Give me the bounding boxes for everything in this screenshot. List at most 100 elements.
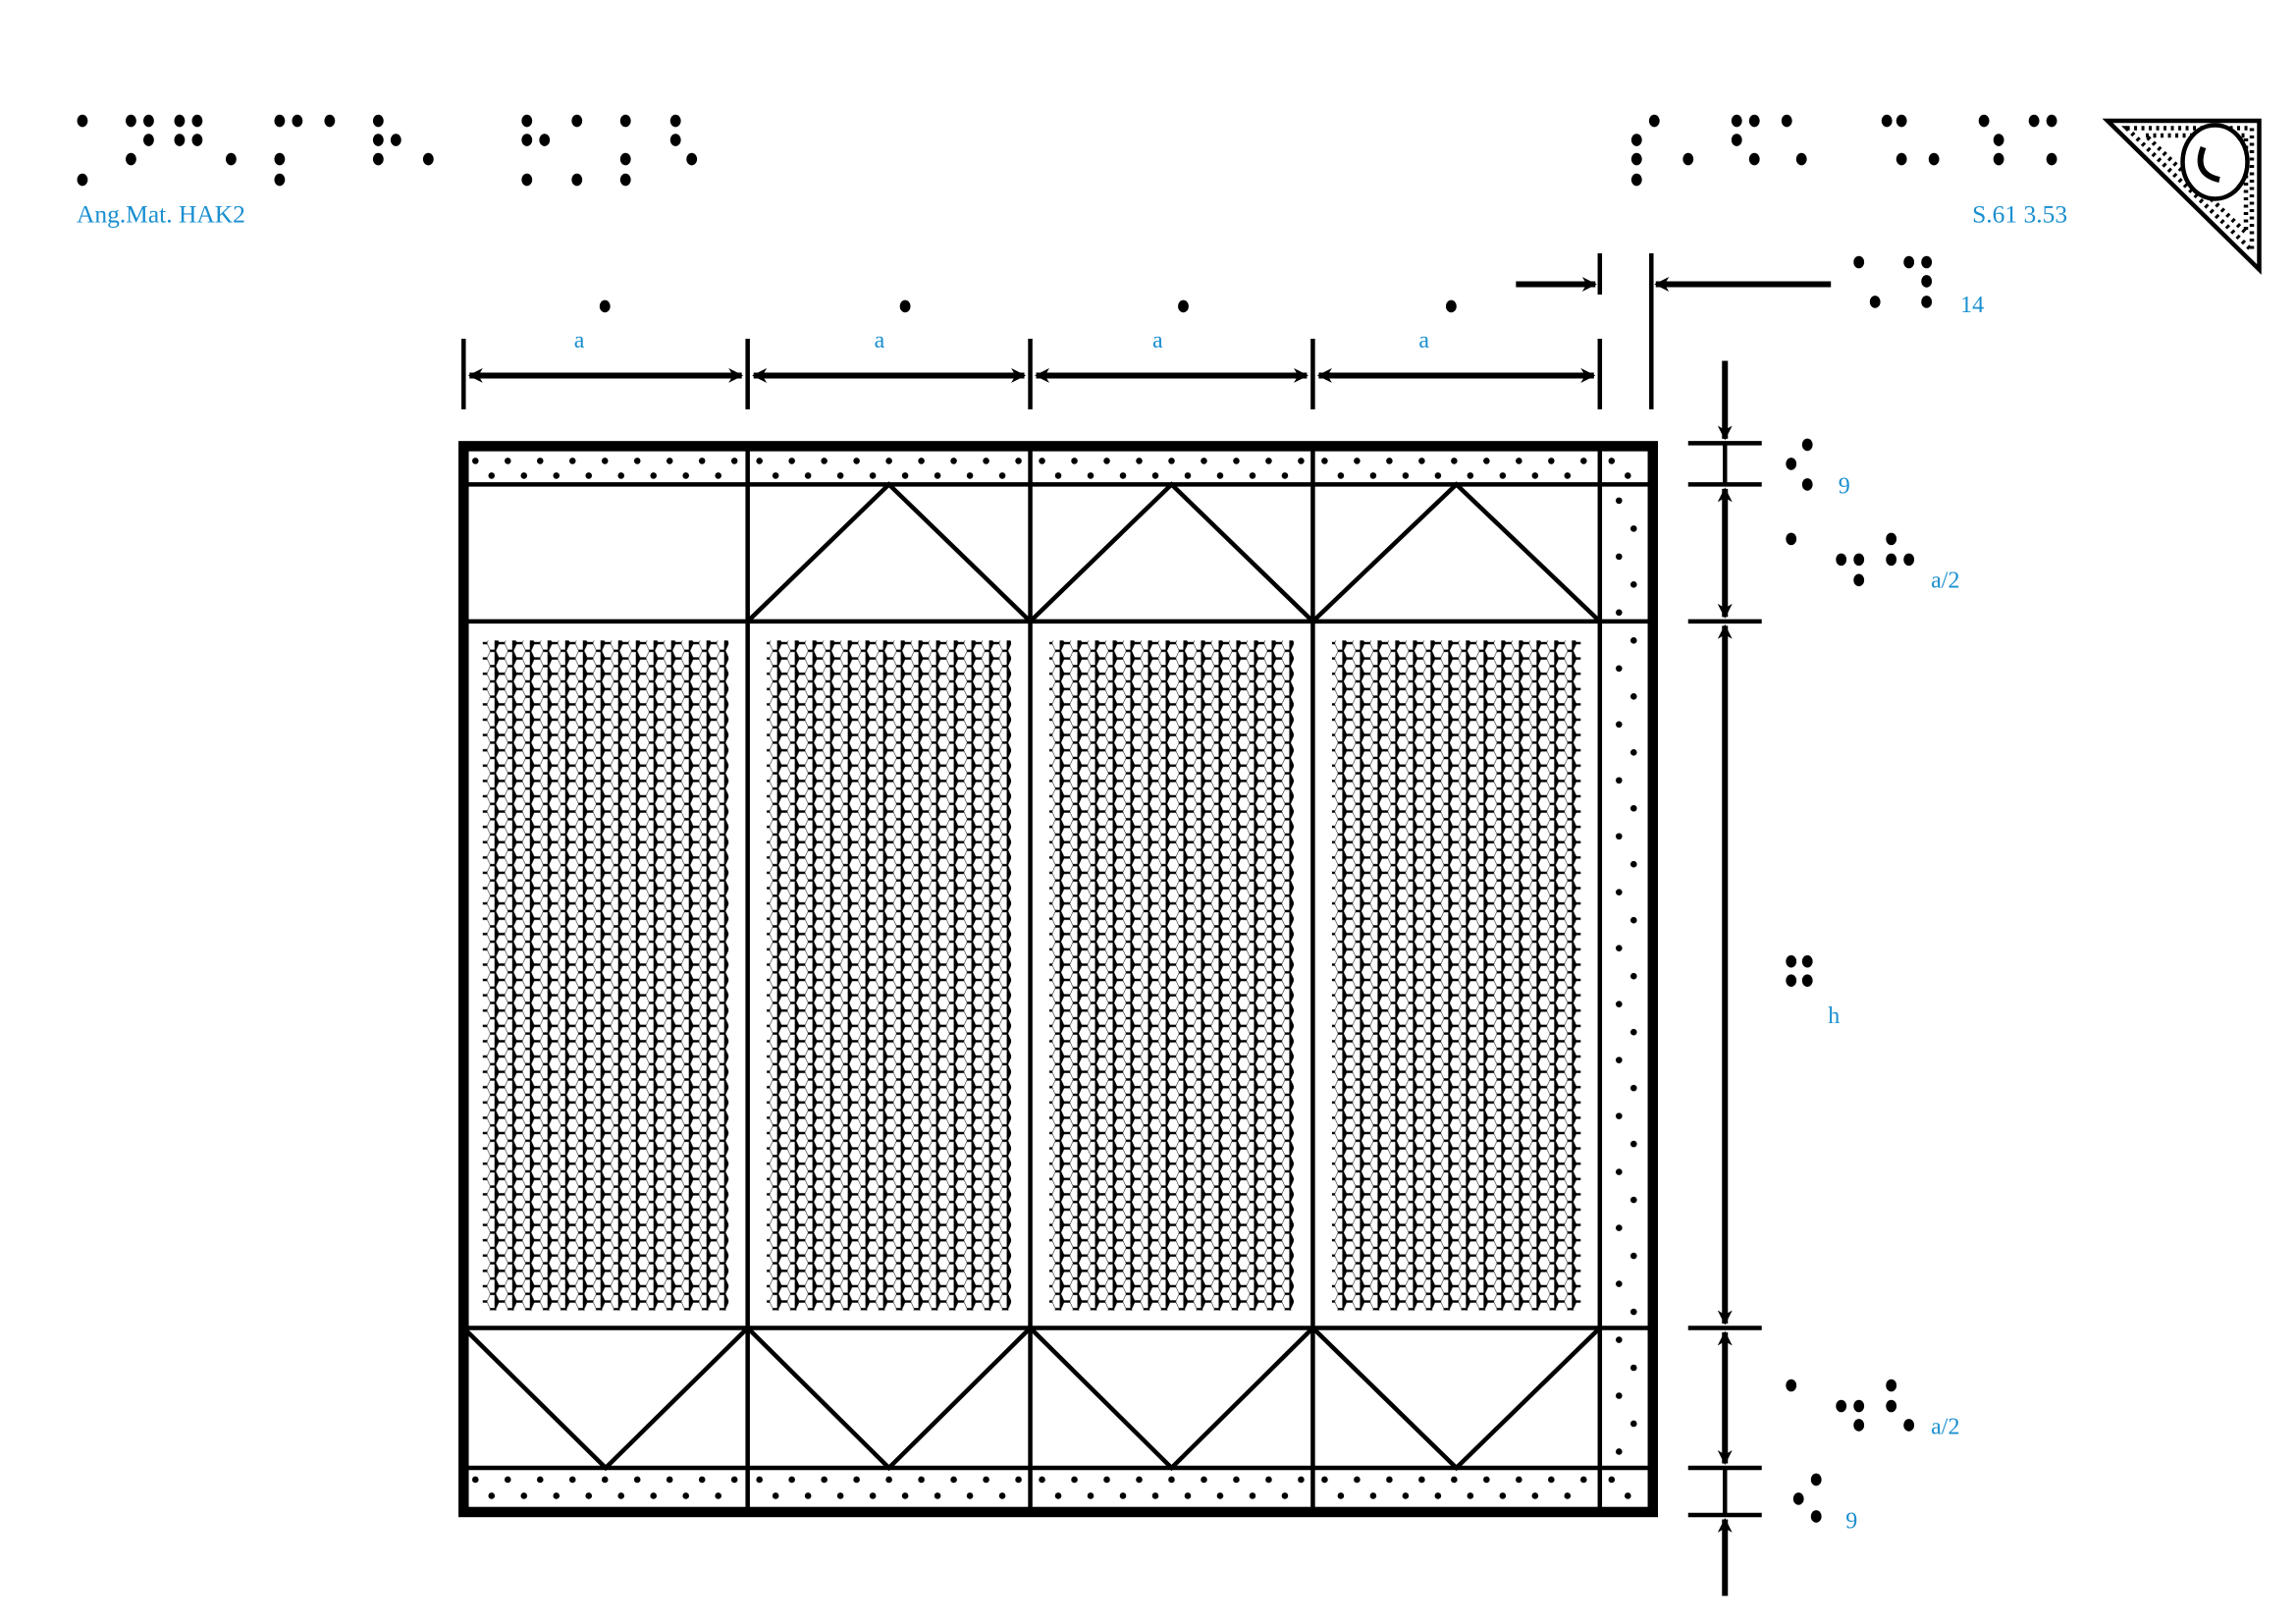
texture-dot bbox=[1451, 1476, 1458, 1484]
dimension-lines bbox=[461, 252, 1832, 1597]
braille-dot bbox=[1786, 954, 1797, 968]
braille-dot bbox=[372, 134, 384, 146]
texture-dot bbox=[1608, 1476, 1616, 1484]
texture-dot bbox=[1249, 472, 1256, 479]
texture-dot bbox=[504, 458, 511, 464]
texture-dot bbox=[1629, 972, 1637, 980]
braille-dot bbox=[1786, 532, 1797, 546]
braille-dot bbox=[292, 114, 303, 128]
header-left-label: Ang.Mat. HAK2 bbox=[77, 200, 245, 229]
texture-dot bbox=[1615, 609, 1623, 617]
braille-dot bbox=[1921, 275, 1933, 288]
texture-dot bbox=[1615, 497, 1623, 505]
braille-dot bbox=[191, 114, 203, 128]
texture-dot bbox=[1564, 472, 1572, 479]
texture-dot bbox=[1580, 458, 1587, 464]
texture-dot bbox=[682, 472, 689, 479]
braille-dot bbox=[599, 299, 611, 313]
texture-dot bbox=[1233, 1476, 1240, 1484]
braille-dot bbox=[1630, 152, 1642, 166]
texture-dot bbox=[983, 458, 989, 464]
braille-dot bbox=[619, 114, 631, 128]
braille-dot bbox=[324, 114, 336, 128]
braille-dot bbox=[1886, 1399, 1897, 1413]
texture-dot bbox=[804, 472, 812, 479]
texture-dot bbox=[1298, 458, 1305, 464]
texture-dot bbox=[1184, 472, 1192, 479]
top-triangle bbox=[746, 481, 1033, 623]
texture-dot bbox=[836, 472, 844, 479]
texture-dot bbox=[1354, 1476, 1361, 1484]
braille-dot bbox=[1853, 573, 1865, 587]
texture-dot bbox=[536, 1476, 544, 1484]
texture-dot bbox=[756, 1476, 763, 1484]
dim-label-a-4: a bbox=[1418, 328, 1429, 353]
texture-dot bbox=[950, 458, 957, 464]
texture-dot bbox=[853, 1476, 860, 1484]
texture-dot bbox=[1151, 1492, 1159, 1499]
texture-dot bbox=[1615, 1448, 1623, 1455]
texture-dot bbox=[1402, 1492, 1410, 1499]
texture-dot bbox=[1087, 472, 1095, 479]
braille-dot bbox=[1731, 114, 1742, 128]
braille-dot bbox=[1786, 974, 1797, 987]
texture-dot bbox=[1629, 1420, 1637, 1428]
texture-dot bbox=[682, 1492, 689, 1499]
texture-dot bbox=[1136, 458, 1143, 464]
texture-dot bbox=[1483, 1476, 1490, 1484]
honeycomb-panel bbox=[1331, 640, 1581, 1311]
texture-dot bbox=[730, 458, 738, 464]
texture-dot bbox=[756, 458, 763, 464]
texture-dot bbox=[1201, 1476, 1207, 1484]
texture-dot bbox=[1615, 553, 1623, 561]
braille-dot bbox=[619, 152, 631, 166]
texture-dot bbox=[1039, 458, 1045, 464]
texture-dot bbox=[901, 472, 909, 479]
texture-dot bbox=[821, 458, 828, 464]
texture-dot bbox=[1629, 1252, 1637, 1260]
dim-label-height: h bbox=[1828, 1003, 1840, 1029]
braille-dot bbox=[1993, 134, 2004, 146]
texture-dot bbox=[772, 472, 779, 479]
braille-dot bbox=[1786, 1379, 1797, 1392]
texture-dot bbox=[650, 472, 658, 479]
texture-dot bbox=[1184, 1492, 1192, 1499]
braille-dot bbox=[226, 152, 237, 166]
texture-dot bbox=[1369, 1492, 1377, 1499]
braille-dot bbox=[274, 114, 286, 128]
texture-dot bbox=[1629, 581, 1637, 588]
texture-dot bbox=[1201, 458, 1207, 464]
braille-dot bbox=[1903, 553, 1915, 567]
texture-dot bbox=[788, 1476, 795, 1484]
braille-dot bbox=[1748, 152, 1760, 166]
braille-dot bbox=[77, 173, 88, 187]
dim-label-a-3: a bbox=[1152, 328, 1163, 353]
braille-dot bbox=[1810, 1510, 1822, 1523]
texture-dot bbox=[1629, 693, 1637, 700]
texture-dot bbox=[1629, 916, 1637, 924]
texture-dot bbox=[1233, 458, 1240, 464]
texture-dot bbox=[1615, 721, 1623, 729]
texture-dot bbox=[1434, 1492, 1442, 1499]
top-triangle bbox=[1310, 481, 1602, 623]
texture-dot bbox=[715, 1492, 721, 1499]
texture-dot bbox=[1629, 804, 1637, 812]
texture-dot bbox=[1434, 472, 1442, 479]
braille-dot bbox=[191, 134, 203, 146]
texture-dot bbox=[1531, 472, 1539, 479]
braille-dot bbox=[1836, 1399, 1847, 1413]
texture-dot bbox=[585, 1492, 593, 1499]
braille-dot bbox=[571, 173, 583, 187]
texture-dot bbox=[1608, 458, 1616, 464]
texture-dot bbox=[698, 1476, 706, 1484]
braille-dot bbox=[1682, 152, 1694, 166]
texture-dot bbox=[1615, 1336, 1623, 1343]
braille-dot bbox=[1792, 1492, 1804, 1505]
header-right-label: S.61 3.53 bbox=[1972, 200, 2067, 229]
texture-dot bbox=[1615, 1224, 1623, 1231]
texture-dot bbox=[998, 1492, 1006, 1499]
dim-label-bottom-band: 9 bbox=[1845, 1508, 1857, 1534]
braille-dot bbox=[1853, 1419, 1865, 1432]
texture-dot bbox=[788, 458, 795, 464]
braille-text bbox=[77, 114, 2057, 1523]
